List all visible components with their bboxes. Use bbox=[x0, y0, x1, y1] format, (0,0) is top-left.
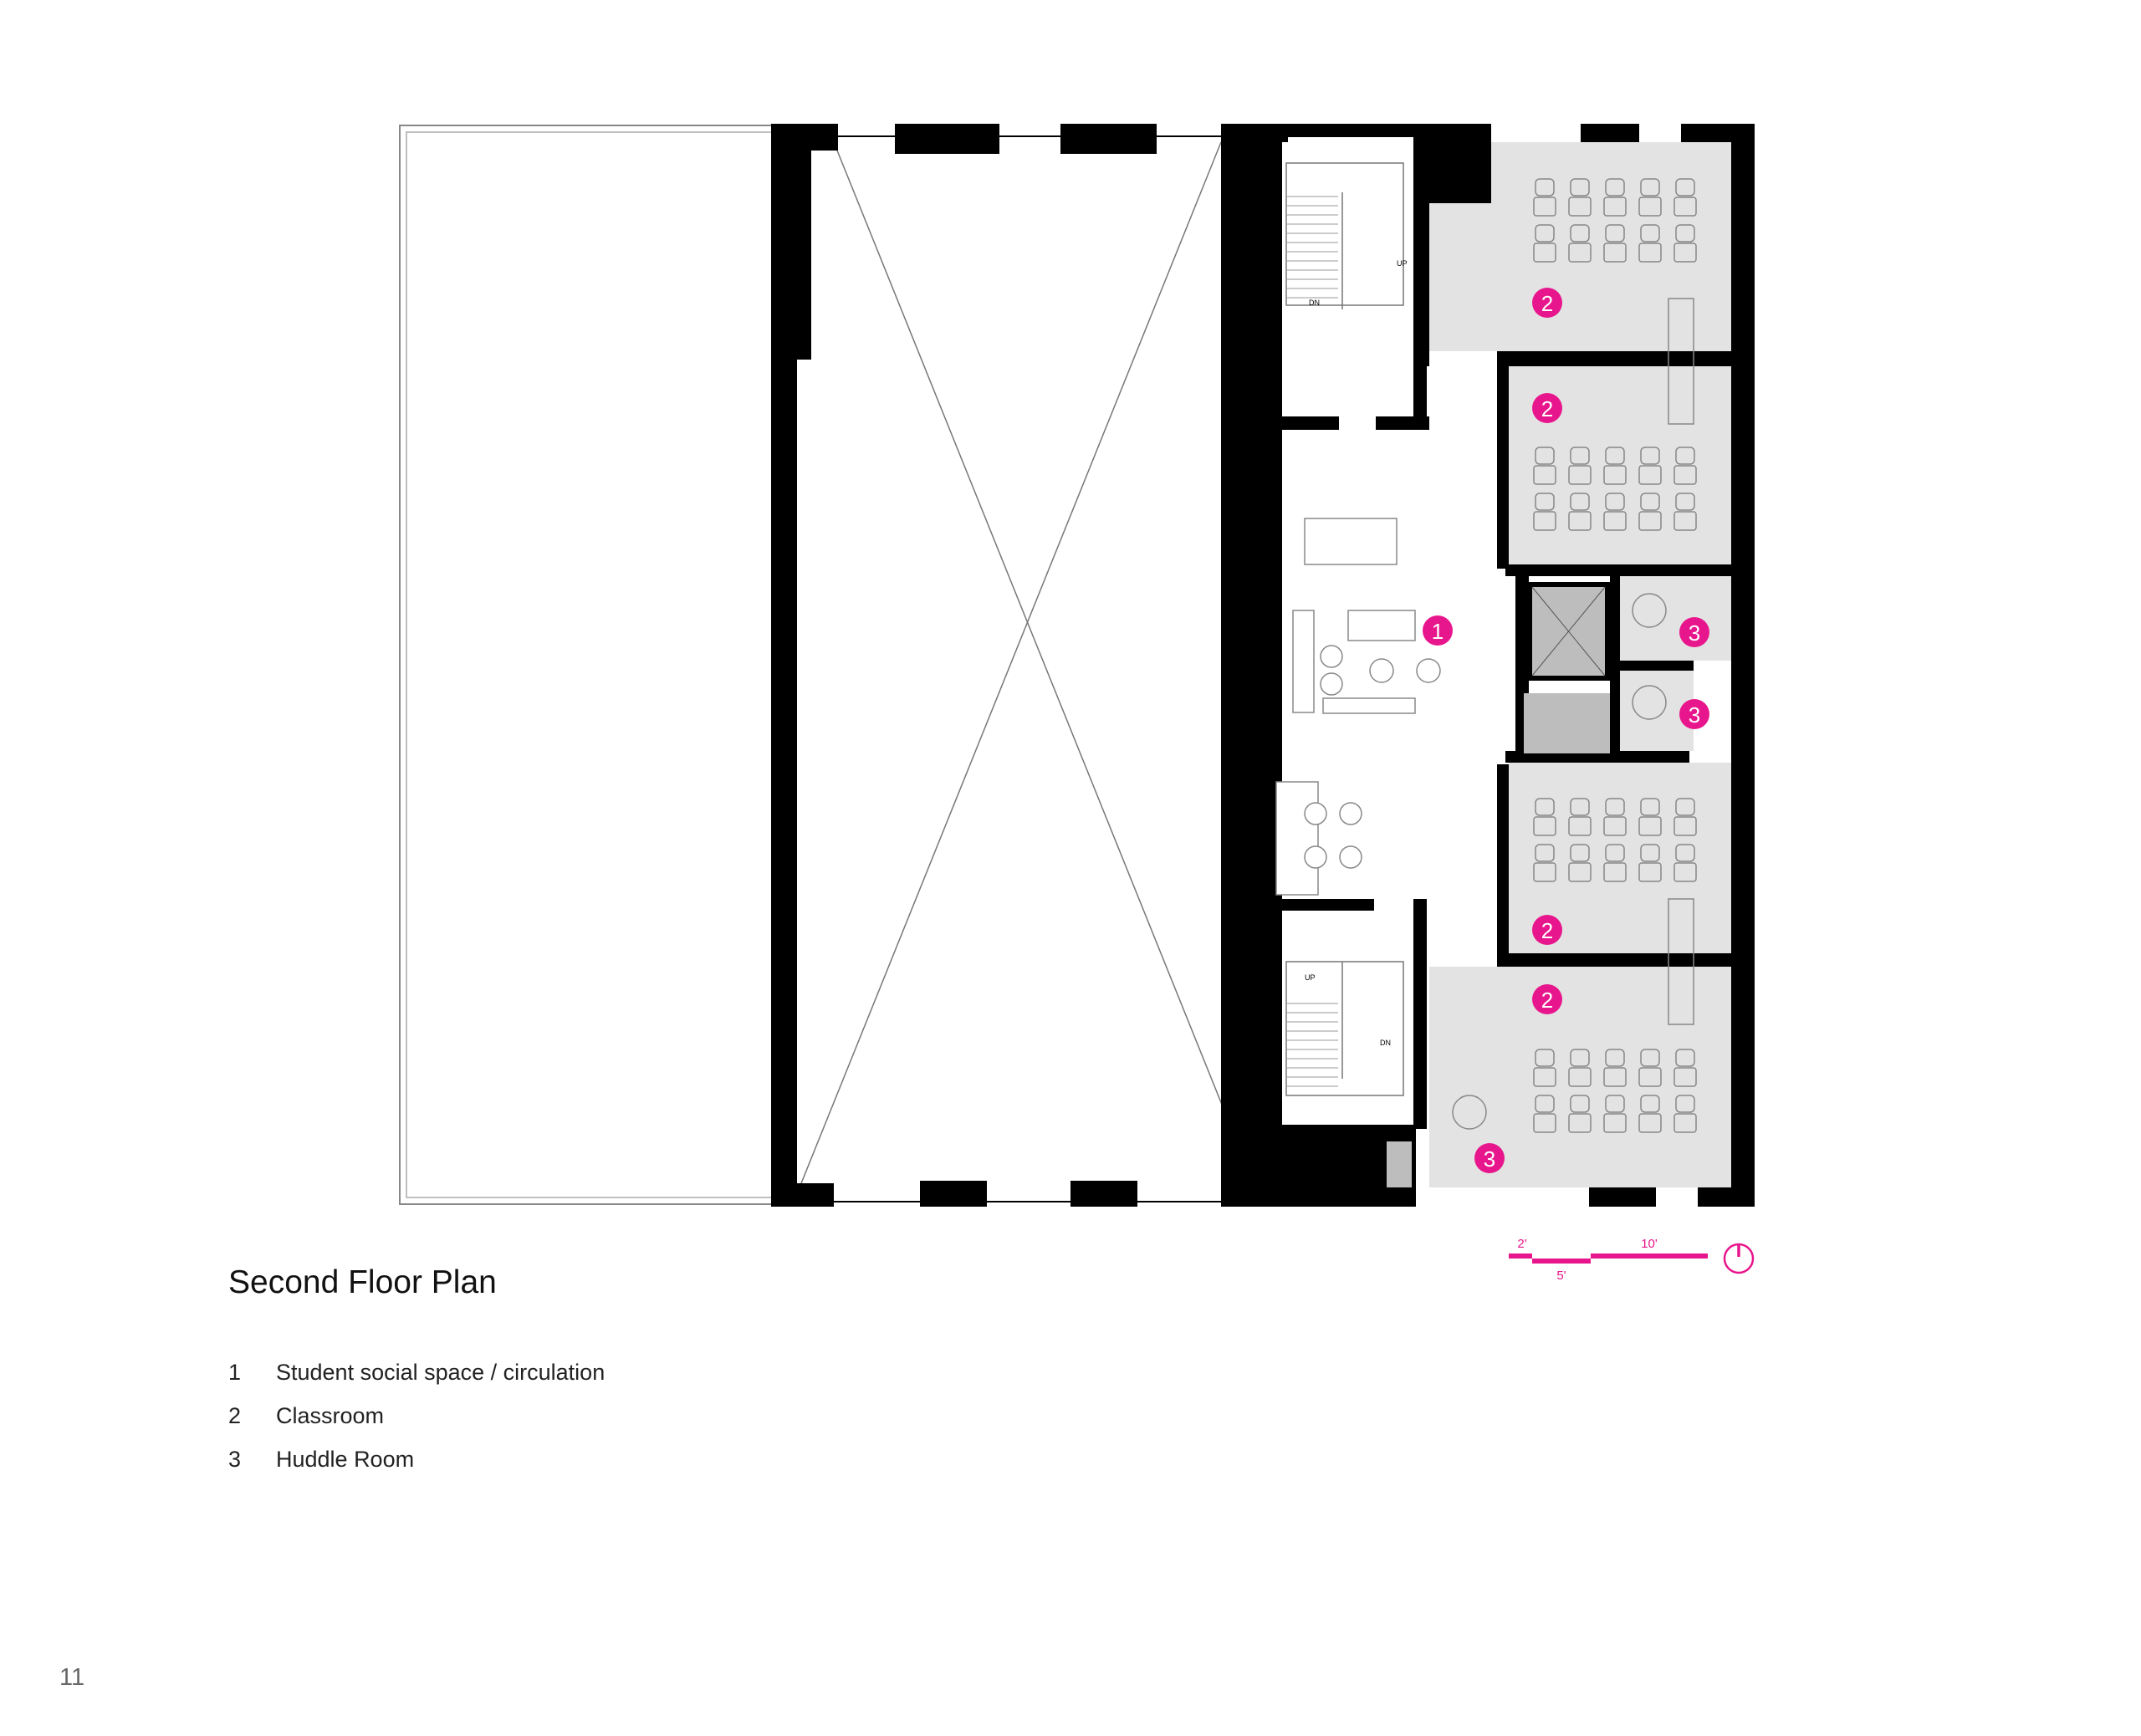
scale-label-10ft: 10' bbox=[1641, 1237, 1658, 1251]
desk-chair bbox=[1603, 178, 1627, 217]
room-badge: 3 bbox=[1679, 699, 1709, 729]
legend-number: 2 bbox=[228, 1403, 242, 1428]
desk-chair bbox=[1638, 844, 1662, 882]
atrium-void bbox=[795, 135, 1260, 1202]
badge-number: 3 bbox=[1689, 702, 1700, 728]
scale-label-5ft: 5' bbox=[1556, 1269, 1566, 1283]
desk-chair bbox=[1533, 493, 1556, 531]
desk-chair bbox=[1673, 224, 1697, 263]
legend-number: 1 bbox=[228, 1360, 242, 1385]
desk-chair bbox=[1673, 178, 1697, 217]
legend: 1 Student social space / circulation 2 Cla… bbox=[228, 1360, 605, 1490]
desk-chair bbox=[1568, 447, 1592, 485]
desk-chair bbox=[1638, 178, 1662, 217]
desk-chair bbox=[1533, 224, 1556, 263]
terrace-outline bbox=[399, 125, 774, 1205]
badge-number: 3 bbox=[1689, 620, 1700, 646]
badge-number: 2 bbox=[1541, 988, 1553, 1013]
desk-chair bbox=[1673, 1049, 1697, 1087]
stair-up-label: UP bbox=[1305, 973, 1316, 982]
room-badge: 3 bbox=[1679, 617, 1709, 647]
desk-chair bbox=[1533, 178, 1556, 217]
badge-number: 1 bbox=[1432, 619, 1444, 644]
desk-chair bbox=[1568, 493, 1592, 531]
legend-label: Huddle Room bbox=[276, 1447, 415, 1472]
desk-chair bbox=[1568, 178, 1592, 217]
room-badge: 2 bbox=[1532, 393, 1562, 423]
shaft bbox=[1524, 693, 1610, 753]
terrace-inner-outline bbox=[406, 131, 774, 1198]
stair-dn-label: DN bbox=[1309, 299, 1320, 307]
stair-up-label: UP bbox=[1397, 259, 1408, 268]
scale-bar: 2' 5' 10' bbox=[1509, 1237, 1708, 1283]
legend-item: 2 Classroom bbox=[228, 1403, 605, 1447]
desk-chair bbox=[1603, 493, 1627, 531]
room-badge: 2 bbox=[1532, 288, 1562, 318]
desk-chair bbox=[1638, 447, 1662, 485]
legend-item: 1 Student social space / circulation bbox=[228, 1360, 605, 1403]
desk-chair bbox=[1568, 1049, 1592, 1087]
desk-chair bbox=[1673, 447, 1697, 485]
desk-chair bbox=[1638, 798, 1662, 836]
desk-chair bbox=[1533, 1095, 1556, 1133]
desk-chair bbox=[1673, 844, 1697, 882]
room-badge: 3 bbox=[1474, 1143, 1505, 1173]
stair-dn-label: DN bbox=[1380, 1039, 1391, 1047]
stair-top: UP DN bbox=[1285, 162, 1408, 309]
room-badges: 1 2 2 3 3 2 2 3 bbox=[1423, 288, 1709, 1173]
legend-label: Classroom bbox=[276, 1403, 385, 1428]
room-badge: 1 bbox=[1423, 615, 1453, 646]
stair-treads bbox=[1286, 196, 1338, 1087]
huddle-table bbox=[1452, 1095, 1487, 1130]
room-badge: 2 bbox=[1532, 984, 1562, 1014]
desk-chair bbox=[1638, 1095, 1662, 1133]
desk-chair bbox=[1638, 1049, 1662, 1087]
stair-bottom: UP DN bbox=[1285, 961, 1404, 1096]
desk-chair bbox=[1673, 1095, 1697, 1133]
desk-chair bbox=[1568, 844, 1592, 882]
north-arrow-icon bbox=[1723, 1243, 1755, 1274]
desk-chair bbox=[1533, 447, 1556, 485]
desk-chair bbox=[1568, 224, 1592, 263]
desk-chair bbox=[1603, 447, 1627, 485]
desk-chair bbox=[1533, 844, 1556, 882]
desk-chair bbox=[1568, 1095, 1592, 1133]
closet bbox=[1387, 1141, 1412, 1187]
desk-chair bbox=[1568, 798, 1592, 836]
badge-number: 2 bbox=[1541, 291, 1553, 316]
teacher-desk bbox=[1668, 898, 1694, 1025]
huddle-room-a bbox=[1620, 576, 1731, 661]
desk-chair bbox=[1603, 798, 1627, 836]
page-title: Second Floor Plan bbox=[228, 1264, 497, 1300]
badge-number: 2 bbox=[1541, 396, 1553, 421]
scale-label-2ft: 2' bbox=[1517, 1237, 1526, 1251]
desk-chair bbox=[1638, 493, 1662, 531]
desk-chair bbox=[1603, 844, 1627, 882]
huddle-table bbox=[1632, 593, 1667, 628]
walls bbox=[771, 124, 1755, 1207]
legend-label: Student social space / circulation bbox=[276, 1360, 606, 1385]
page-number: 11 bbox=[59, 1664, 85, 1691]
room-badge: 2 bbox=[1532, 915, 1562, 945]
desk-chair bbox=[1673, 493, 1697, 531]
desk-chair bbox=[1533, 1049, 1556, 1087]
teacher-desk bbox=[1668, 298, 1694, 425]
badge-number: 2 bbox=[1541, 918, 1553, 943]
social-furniture bbox=[1275, 518, 1441, 896]
legend-number: 3 bbox=[228, 1447, 242, 1472]
desk-chair bbox=[1603, 1095, 1627, 1133]
classroom-furniture bbox=[1452, 178, 1697, 1133]
desk-chair bbox=[1603, 224, 1627, 263]
badge-number: 3 bbox=[1484, 1146, 1495, 1172]
legend-item: 3 Huddle Room bbox=[228, 1447, 605, 1490]
desk-chair bbox=[1533, 798, 1556, 836]
desk-chair bbox=[1638, 224, 1662, 263]
desk-chair bbox=[1603, 1049, 1627, 1087]
desk-chair bbox=[1673, 798, 1697, 836]
huddle-table bbox=[1632, 685, 1667, 720]
